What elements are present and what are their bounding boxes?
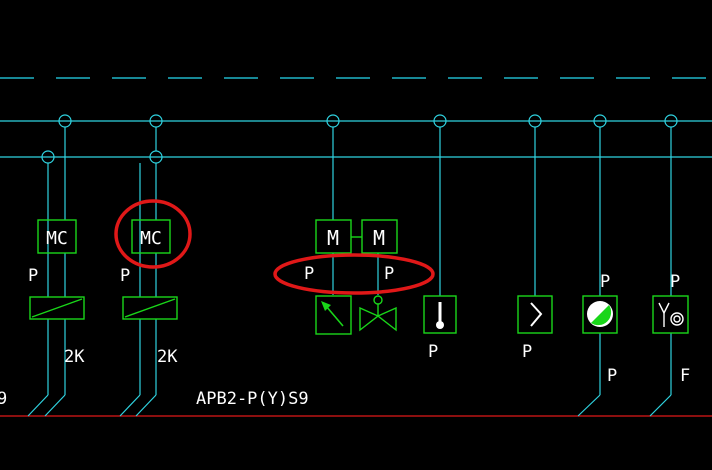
highlight-circle-mc [114,199,192,269]
branch-switch [528,114,542,296]
branch-flow [649,114,678,417]
motor-module-2-label: M [373,226,385,250]
p-label-mc2: P [120,266,130,286]
branch-gauge [577,114,607,417]
p-label-switch: P [522,342,532,362]
thermometer-icon[interactable] [423,295,457,334]
motor-module-1-label: M [327,226,339,250]
valve-icon[interactable] [359,295,397,332]
branch-motor [326,114,379,295]
mc-module-2[interactable]: MC [131,219,171,254]
actuator-arrow-icon[interactable] [315,295,352,335]
p-label-gauge-top: P [600,272,610,292]
edge-char-label: 9 [0,389,7,409]
gauge-icon[interactable] [582,295,618,334]
mc-module-2-label: MC [140,228,162,249]
branch-mc-1 [27,114,72,417]
cable-tag-label: APB2-P(Y)S9 [196,389,309,409]
k-label-1: 2K [64,347,85,367]
p-label-gauge-bottom: P [607,366,617,386]
mc-module-1[interactable]: MC [37,219,77,254]
p-label-flow-top: P [670,272,680,292]
relay-coil-icon[interactable] [29,296,85,320]
highlight-ellipse-p [273,253,435,295]
p-label-thermo: P [428,342,438,362]
p-label-mc1: P [28,266,38,286]
p-label-m1: P [304,264,314,284]
s-switch-icon[interactable] [517,295,553,334]
branch-thermometer [433,114,447,296]
motor-module-2[interactable]: M [361,219,398,254]
mc-module-1-label: MC [46,228,68,249]
relay-coil-icon[interactable] [122,296,178,320]
p-label-m2: P [384,264,394,284]
k-label-2: 2K [157,347,178,367]
flow-meter-icon[interactable] [652,295,689,334]
branch-mc-2 [119,114,163,417]
f-label-flow: F [680,366,690,386]
